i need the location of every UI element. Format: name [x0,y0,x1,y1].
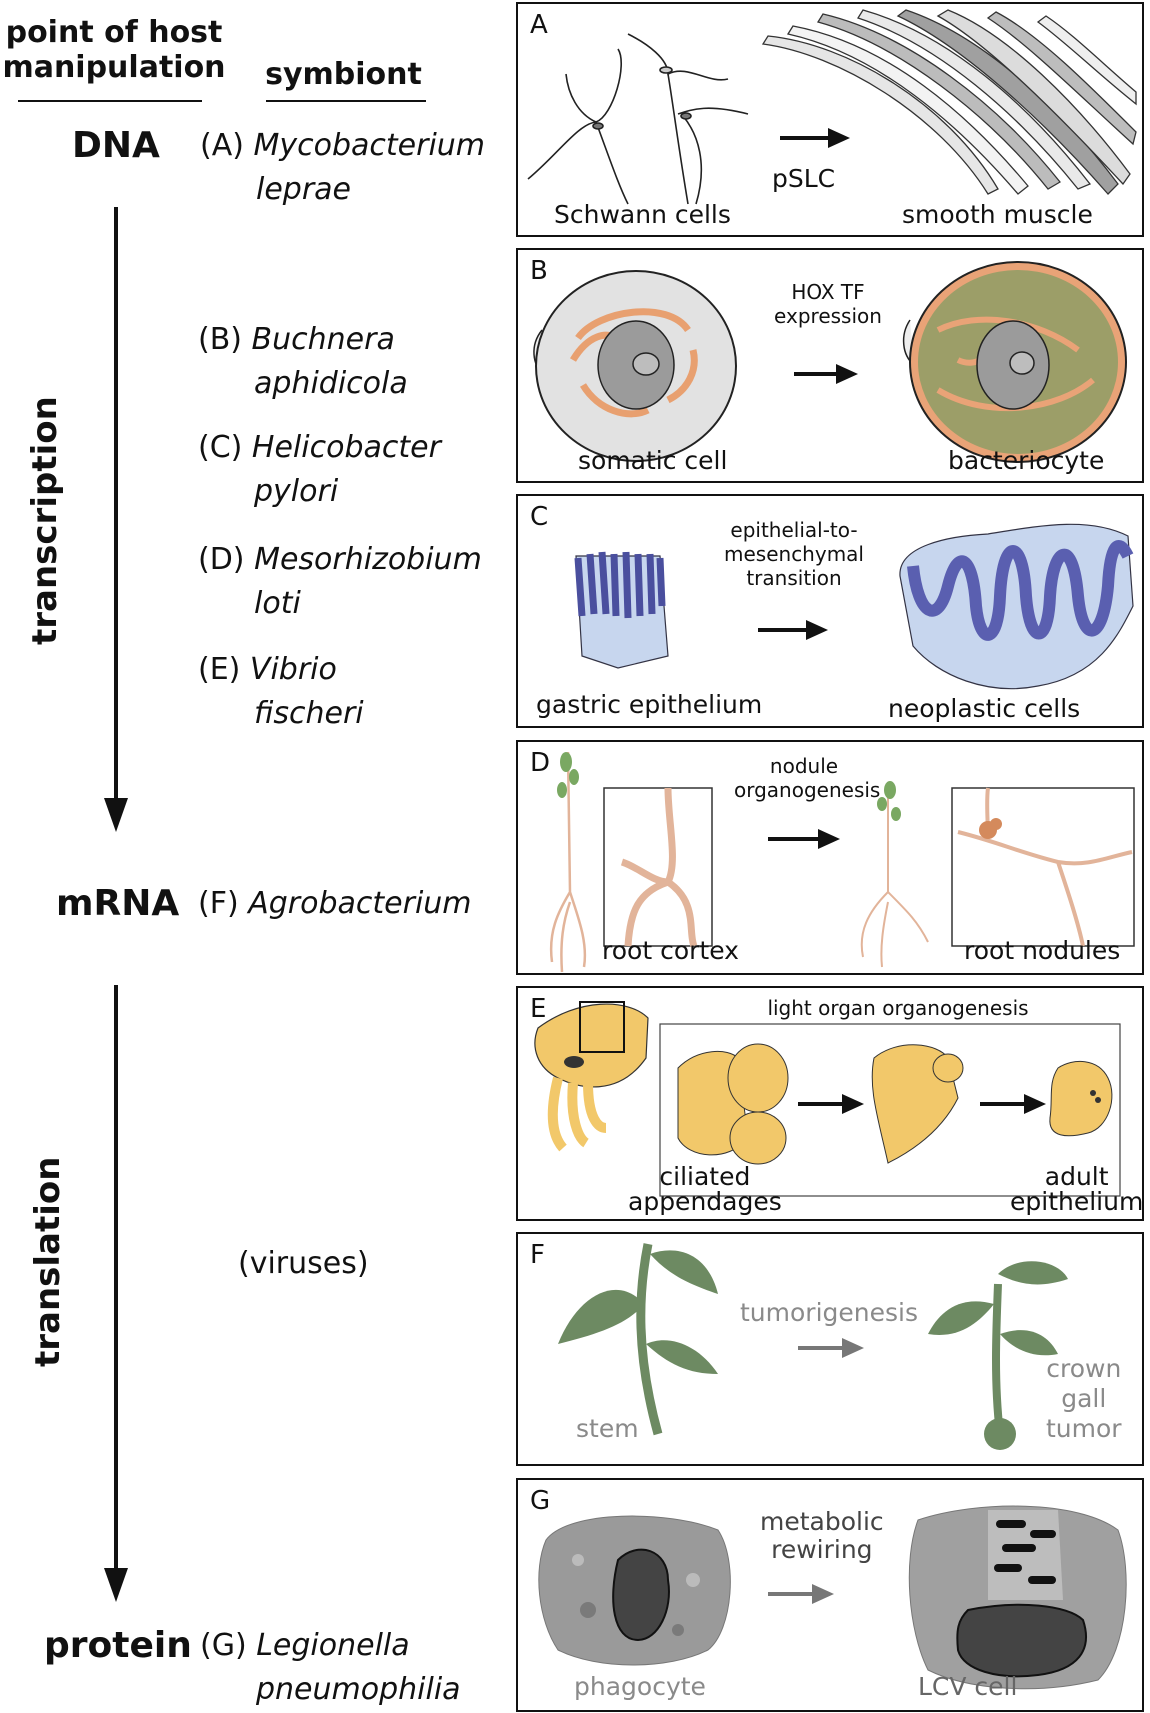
panel-g-right-caption: LCV cell [918,1672,1018,1701]
header-point-line2: manipulation [2,49,226,85]
symbiont-viruses: (viruses) [238,1246,369,1281]
plant-seedling-left [549,751,587,973]
schwann-cells-drawing [527,33,749,205]
panel-c-left-caption: gastric epithelium [536,690,763,719]
panel-a-label: A [530,10,548,40]
smooth-muscle-drawing [761,9,1137,195]
panel-d-right-caption: root nodules [964,936,1121,965]
panel-f-arrow-caption: tumorigenesis [740,1298,918,1327]
plant-seedling-right [860,781,929,968]
bacteriocyte-drawing [902,261,1127,463]
panel-a-left-caption: Schwann cells [554,200,731,229]
symbiont-g: (G) Legionella pneumophilia [200,1628,461,1707]
panel-c-right-caption: neoplastic cells [888,694,1081,723]
panel-a: A Schwann cells pSLC smooth muscle [516,2,1144,237]
root-cortex-inset [603,787,713,947]
panel-f-label: F [530,1240,545,1270]
symbiont-d: (D) Mesorhizobium loti [198,542,482,621]
panel-g-left-caption: phagocyte [574,1672,706,1701]
panel-e-illustration [534,1001,1121,1197]
squid-inset-box [579,1001,625,1053]
panel-e-title: light organ organogenesis [767,996,1029,1020]
arrow-c [758,620,828,640]
symbiont-b: (B) Buchnera aphidicola [198,322,408,401]
panel-b-right-caption: bacteriocyte [948,446,1105,475]
light-organ-stage-3 [1049,1060,1113,1137]
tumor [984,1418,1016,1450]
phagocyte-drawing [538,1515,731,1666]
gastric-epithelium-drawing [574,551,669,669]
crown-gall-drawing [928,1261,1068,1450]
panel-b-label: B [530,256,548,286]
header-underline-symbiont [266,100,426,102]
panel-a-right-caption: smooth muscle [902,200,1093,229]
arrow-head-mrna [104,798,128,832]
panel-c-label: C [530,502,549,532]
label-translation: translation [28,1156,68,1367]
panel-a-illustration [527,9,1137,205]
panel-d-label: D [530,748,551,778]
panel-c-illustration [574,523,1134,690]
label-transcription: transcription [25,396,65,645]
panel-b-left-caption: somatic cell [578,446,728,475]
panel-d-illustration [549,751,1135,973]
neoplastic-cells-drawing [899,523,1134,690]
panel-g-illustration [538,1505,1127,1690]
arrow-e1 [798,1094,864,1114]
lcv-cell-drawing [908,1505,1127,1690]
arrow-f [798,1338,864,1358]
stage-mrna: mRNA [56,883,180,924]
panel-f-illustration [558,1243,1068,1450]
header-symbiont: symbiont [265,57,422,92]
stem-drawing [558,1243,718,1436]
light-organ-stage-1 [677,1043,789,1165]
flow-arrows [104,207,128,1602]
arrow-g [768,1584,834,1604]
symbiont-c: (C) Helicobacter pylori [198,430,441,509]
panel-a-arrow-caption: pSLC [772,164,836,193]
symbiont-f: (F) Agrobacterium [198,886,472,921]
panel-g-label: G [530,1486,551,1516]
header-underline-point [18,100,202,102]
header-point-line1: point of host [5,15,223,50]
arrow-head-protein [104,1568,128,1602]
panel-d-left-caption: root cortex [602,936,739,965]
arrow-b [794,364,858,384]
symbiont-e: (E) Vibrio fischeri [198,652,364,731]
stage-dna: DNA [72,125,160,166]
panel-f-left-caption: stem [576,1414,639,1443]
header-point-of-host-manipulation: point of host manipulation [0,15,228,85]
squid-drawing [534,1001,649,1152]
stage-protein: protein [44,1625,192,1666]
symbiont-a: (A) Mycobacterium leprae [200,128,486,207]
light-organ-stage-2 [871,1044,964,1164]
arrow-e2 [980,1094,1046,1114]
arrow-a [780,128,850,148]
panel-b-illustration [533,261,1127,463]
somatic-cell-drawing [533,270,737,462]
arrow-d [768,829,840,849]
panel-e-label: E [530,994,547,1024]
root-nodules-inset [951,787,1135,947]
